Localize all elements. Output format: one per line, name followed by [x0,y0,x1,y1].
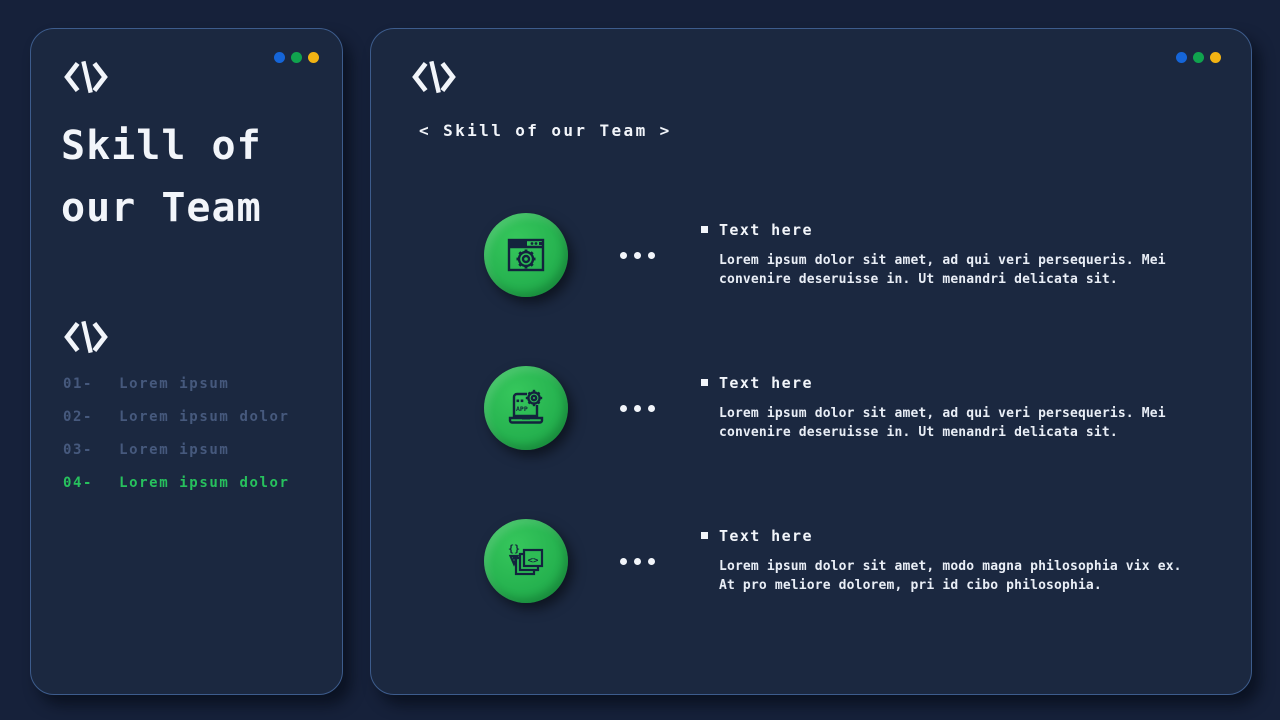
skill-text: Text here Lorem ipsum dolor sit amet, ad… [701,374,1166,443]
menu-item-04-active[interactable]: 04- Lorem ipsum dolor [63,466,332,499]
code-section-icon [63,319,109,355]
window-dot-blue[interactable] [274,52,285,63]
menu-item-label: Lorem ipsum [119,441,230,458]
skill-row: <> {} Text here [484,519,1211,603]
code-logo-icon [63,59,109,95]
window-dot-yellow[interactable] [308,52,319,63]
slide-title: Skill of our Team [61,115,262,239]
menu-item-number: 01- [63,375,94,392]
skill-title: Text here [719,220,813,239]
menu-item-label: Lorem ipsum [119,375,230,392]
menu-item-02[interactable]: 02- Lorem ipsum dolor [63,400,332,433]
skill-text: Text here Lorem ipsum dolor sit amet, ad… [701,221,1166,290]
menu-item-label: Lorem ipsum dolor [119,474,290,491]
window-dot-green[interactable] [291,52,302,63]
web-settings-icon [502,231,550,279]
slide-title-line2: our Team [61,185,262,231]
svg-text:{}: {} [508,544,520,555]
skill-row: APP [484,366,1211,450]
skill-description: Lorem ipsum dolor sit amet, modo magna p… [719,558,1182,594]
code-logo-icon [411,59,457,95]
skill-icon-badge: APP [484,366,568,450]
skill-icon-badge [484,213,568,297]
skill-description: Lorem ipsum dolor sit amet, ad qui veri … [719,405,1166,441]
menu-item-03[interactable]: 03- Lorem ipsum [63,433,332,466]
window-controls [1176,52,1221,63]
window-dot-green[interactable] [1193,52,1204,63]
slide-title-line1: Skill of [61,123,262,169]
menu-item-01[interactable]: 01- Lorem ipsum [63,367,332,400]
menu-item-number: 03- [63,441,94,458]
window-dot-blue[interactable] [1176,52,1187,63]
ellipsis-dots [620,404,655,412]
svg-text:<>: <> [528,556,539,566]
ellipsis-dots [620,557,655,565]
square-bullet-icon [701,532,708,539]
skill-text: Text here Lorem ipsum dolor sit amet, mo… [701,527,1182,596]
skill-row: Text here Lorem ipsum dolor sit amet, ad… [484,213,1211,297]
right-panel-window: < Skill of our Team > [370,28,1252,695]
menu-item-label: Lorem ipsum dolor [119,408,290,425]
square-bullet-icon [701,226,708,233]
skill-title: Text here [719,526,813,545]
menu-item-number: 04- [63,474,94,491]
skill-description: Lorem ipsum dolor sit amet, ad qui veri … [719,252,1166,288]
app-development-icon: APP [502,384,550,432]
menu-item-number: 02- [63,408,94,425]
skill-icon-badge: <> {} [484,519,568,603]
code-design-stack-icon: <> {} [502,537,550,585]
svg-text:APP: APP [516,405,528,413]
agenda-menu: 01- Lorem ipsum 02- Lorem ipsum dolor 03… [63,367,332,499]
section-heading: < Skill of our Team > [419,121,672,140]
left-panel-window: Skill of our Team 01- Lorem ipsum 02- Lo… [30,28,343,695]
skill-title: Text here [719,373,813,392]
window-controls [274,52,319,63]
ellipsis-dots [620,251,655,259]
window-dot-yellow[interactable] [1210,52,1221,63]
skill-rows: Text here Lorem ipsum dolor sit amet, ad… [484,213,1211,672]
square-bullet-icon [701,379,708,386]
